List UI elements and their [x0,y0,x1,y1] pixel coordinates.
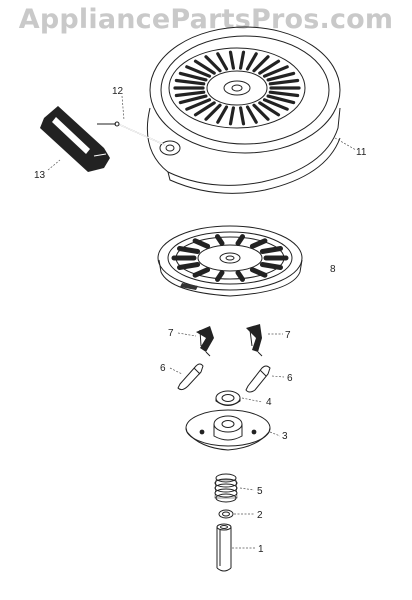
callout-11: 11 [356,147,367,158]
callout-7-right: 7 [285,330,291,341]
pulley-ribs [171,234,289,282]
callout-13: 13 [34,170,46,181]
retainer-plate [185,409,271,451]
callout-5: 5 [257,486,263,497]
starter-pulley [157,225,303,297]
watermark-logo: AppliancePartsPros.com [18,4,394,35]
starter-housing [146,26,341,194]
callout-12: 12 [112,86,124,97]
pawl-left [177,363,204,391]
ring [218,509,234,519]
callout-3: 3 [282,431,288,442]
starter-handle [40,106,116,172]
callout-6-left: 6 [160,363,166,374]
spring-right [246,324,263,357]
center-pin [216,523,232,572]
callout-7-left: 7 [168,328,174,339]
callout-1: 1 [258,544,264,555]
starter-rope [114,121,166,146]
housing-vent-slots [173,50,301,126]
pawl-right [245,365,271,393]
callout-labels: 11 12 13 8 7 7 6 6 4 3 5 2 1 [34,86,367,555]
callout-4: 4 [266,397,272,408]
center-spring [214,473,238,503]
callout-2: 2 [257,510,263,521]
leader-lines [47,95,357,549]
callout-8: 8 [330,264,336,275]
spring-left [196,326,214,357]
callout-6-right: 6 [287,373,293,384]
washer [215,390,241,406]
